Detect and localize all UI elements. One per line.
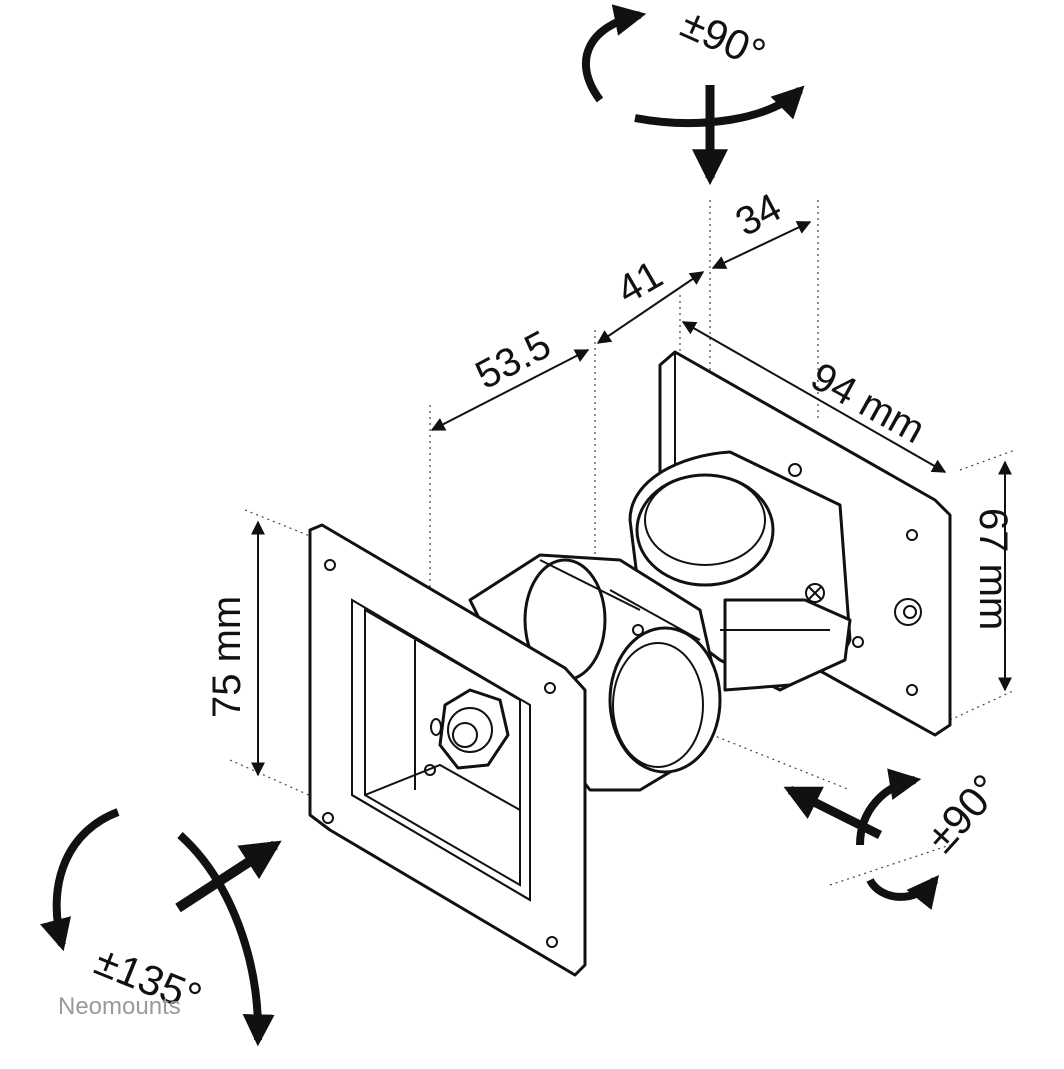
- side-curved-arrow-up-icon: [856, 768, 922, 846]
- top-curved-arrow-right-icon: [634, 85, 805, 127]
- dim-vesa-height: 75 mm: [205, 596, 249, 718]
- side-curved-arrow-down-icon: [866, 875, 940, 910]
- tilt-curved-arrow-right-icon: [177, 832, 275, 1047]
- rotation-arrows: [40, 4, 940, 1047]
- side-swivel-angle: ±90°: [917, 765, 1010, 861]
- brand-watermark: Neomounts: [58, 993, 181, 1020]
- tilt-push-arrow-icon: [175, 840, 282, 913]
- dim-wall-height: 67 mm: [971, 508, 1015, 630]
- dim-depth-2: 41: [610, 252, 671, 312]
- top-curved-arrow-icon: [581, 4, 647, 103]
- top-swivel-angle: ±90°: [674, 0, 772, 77]
- dim-depth-1: 53.5: [469, 323, 558, 398]
- center-bolt: [430, 688, 510, 770]
- tilt-curved-arrow-left-icon: [40, 808, 120, 952]
- dimension-lines: [251, 221, 1012, 777]
- arm-body: [468, 553, 722, 792]
